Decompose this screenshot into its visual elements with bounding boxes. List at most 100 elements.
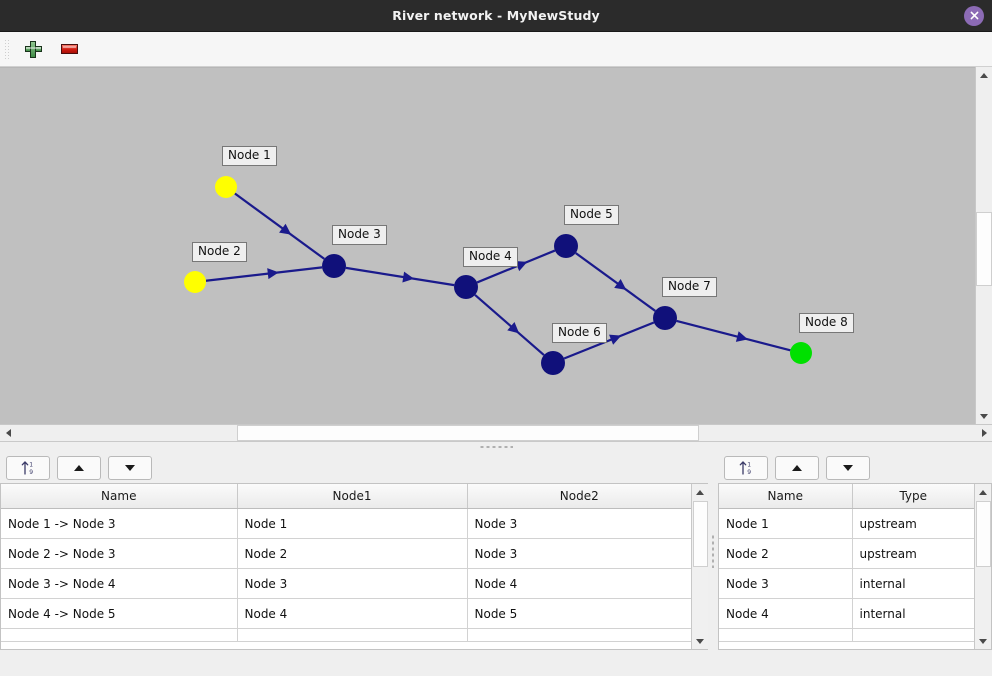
graph-edge[interactable] — [474, 294, 545, 356]
scroll-up-arrow[interactable] — [976, 67, 992, 83]
graph-node-label[interactable]: Node 2 — [192, 242, 247, 262]
table-cell[interactable]: upstream — [852, 538, 974, 569]
canvas-vscroll-thumb[interactable] — [976, 212, 992, 286]
table-cell[interactable]: Node 3 — [719, 568, 853, 599]
graph-node[interactable] — [541, 351, 565, 375]
horizontal-splitter[interactable] — [0, 441, 992, 452]
nodes-vertical-scrollbar[interactable] — [974, 484, 991, 649]
table-cell[interactable]: Node 4 — [467, 568, 692, 599]
column-header[interactable]: Node2 — [467, 484, 692, 509]
reaches-toolbar: 1 9 — [0, 452, 708, 483]
graph-edge[interactable] — [563, 321, 655, 360]
network-canvas[interactable]: Node 1 Node 2 Node 3 Node 4 Node 5 Node 6 Node… — [0, 67, 975, 424]
column-header[interactable]: Type — [852, 484, 974, 509]
remove-node-button[interactable] — [56, 36, 82, 62]
table-cell[interactable]: internal — [852, 568, 974, 599]
scroll-right-arrow[interactable] — [976, 425, 992, 441]
table-cell[interactable]: Node 2 — [719, 538, 853, 569]
graph-edge[interactable] — [234, 192, 325, 260]
graph-node-label[interactable]: Node 7 — [662, 277, 717, 297]
reaches-scroll-up-arrow[interactable] — [692, 484, 708, 500]
table-cell[interactable] — [467, 628, 692, 642]
toolbar-grip[interactable] — [4, 39, 10, 59]
nodes-move-down-button[interactable] — [826, 455, 870, 480]
canvas-hscroll-thumb[interactable] — [237, 425, 699, 441]
table-cell[interactable]: internal — [852, 598, 974, 629]
scroll-down-arrow[interactable] — [976, 408, 992, 424]
column-header[interactable]: Name — [719, 484, 853, 509]
table-cell[interactable] — [852, 628, 974, 642]
table-cell[interactable]: Node 4 -> Node 5 — [1, 598, 238, 629]
vertical-splitter[interactable] — [708, 452, 718, 650]
table-cell[interactable]: Node 3 — [237, 568, 468, 599]
nodes-scroll-down-arrow[interactable] — [975, 633, 991, 649]
table-cell[interactable]: Node 5 — [467, 598, 692, 629]
edge-arrow-icon — [609, 334, 622, 345]
table-cell[interactable]: Node 1 — [237, 508, 468, 539]
table-cell[interactable] — [719, 628, 853, 642]
graph-edge[interactable] — [205, 266, 323, 282]
graph-node[interactable] — [215, 176, 237, 198]
nodes-move-up-button[interactable] — [775, 455, 819, 480]
table-cell[interactable] — [1, 628, 238, 642]
reaches-vertical-scrollbar[interactable] — [691, 484, 709, 649]
table-cell[interactable]: upstream — [852, 508, 974, 539]
graph-node-label[interactable]: Node 8 — [799, 313, 854, 333]
canvas-horizontal-scrollbar[interactable] — [0, 424, 992, 441]
reaches-sort-button[interactable]: 1 9 — [6, 455, 50, 480]
graph-node[interactable] — [790, 342, 812, 364]
table-cell[interactable]: Node 1 -> Node 3 — [1, 508, 238, 539]
graph-node[interactable] — [653, 306, 677, 330]
column-header[interactable]: Node1 — [237, 484, 468, 509]
edge-arrow-icon — [279, 223, 292, 235]
graph-node[interactable] — [454, 275, 478, 299]
table-cell[interactable]: Node 4 — [237, 598, 468, 629]
table-cell[interactable]: Node 1 — [719, 508, 853, 539]
graph-node-label[interactable]: Node 5 — [564, 205, 619, 225]
table-cell[interactable]: Node 3 — [467, 538, 692, 569]
canvas-vertical-scrollbar[interactable] — [975, 67, 992, 424]
scroll-left-arrow[interactable] — [0, 425, 16, 441]
graph-node[interactable] — [184, 271, 206, 293]
graph-node[interactable] — [554, 234, 578, 258]
network-graph — [184, 176, 812, 375]
reaches-move-down-button[interactable] — [108, 455, 152, 480]
table-cell[interactable]: Node 2 -> Node 3 — [1, 538, 238, 569]
nodes-scroll-up-arrow[interactable] — [975, 484, 991, 500]
table-cell[interactable]: Node 4 — [719, 598, 853, 629]
table-cell[interactable]: Node 2 — [237, 538, 468, 569]
table-cell[interactable]: Node 3 — [467, 508, 692, 539]
graph-edge[interactable] — [575, 252, 656, 312]
graph-edge[interactable] — [676, 319, 791, 352]
column-header[interactable]: Name — [1, 484, 238, 509]
triangle-up-icon — [74, 464, 84, 471]
graph-node-label[interactable]: Node 6 — [552, 323, 607, 343]
graph-node-label[interactable]: Node 1 — [222, 146, 277, 166]
graph-edge[interactable] — [345, 266, 455, 287]
table-row[interactable] — [719, 628, 974, 642]
reaches-move-up-button[interactable] — [57, 455, 101, 480]
nodes-vscroll-thumb[interactable] — [976, 501, 991, 567]
close-icon[interactable] — [964, 5, 984, 26]
nodes-sort-button[interactable]: 1 9 — [724, 455, 768, 480]
graph-node[interactable] — [322, 254, 346, 278]
reaches-scroll-down-arrow[interactable] — [692, 633, 708, 649]
reaches-vscroll-thumb[interactable] — [693, 501, 709, 567]
graph-node-label[interactable]: Node 3 — [332, 225, 387, 245]
graph-node-label[interactable]: Node 4 — [463, 247, 518, 267]
table-cell[interactable] — [237, 628, 468, 642]
add-node-button[interactable] — [20, 36, 46, 62]
table-row[interactable] — [1, 628, 692, 642]
table-cell[interactable]: Node 3 -> Node 4 — [1, 568, 238, 599]
